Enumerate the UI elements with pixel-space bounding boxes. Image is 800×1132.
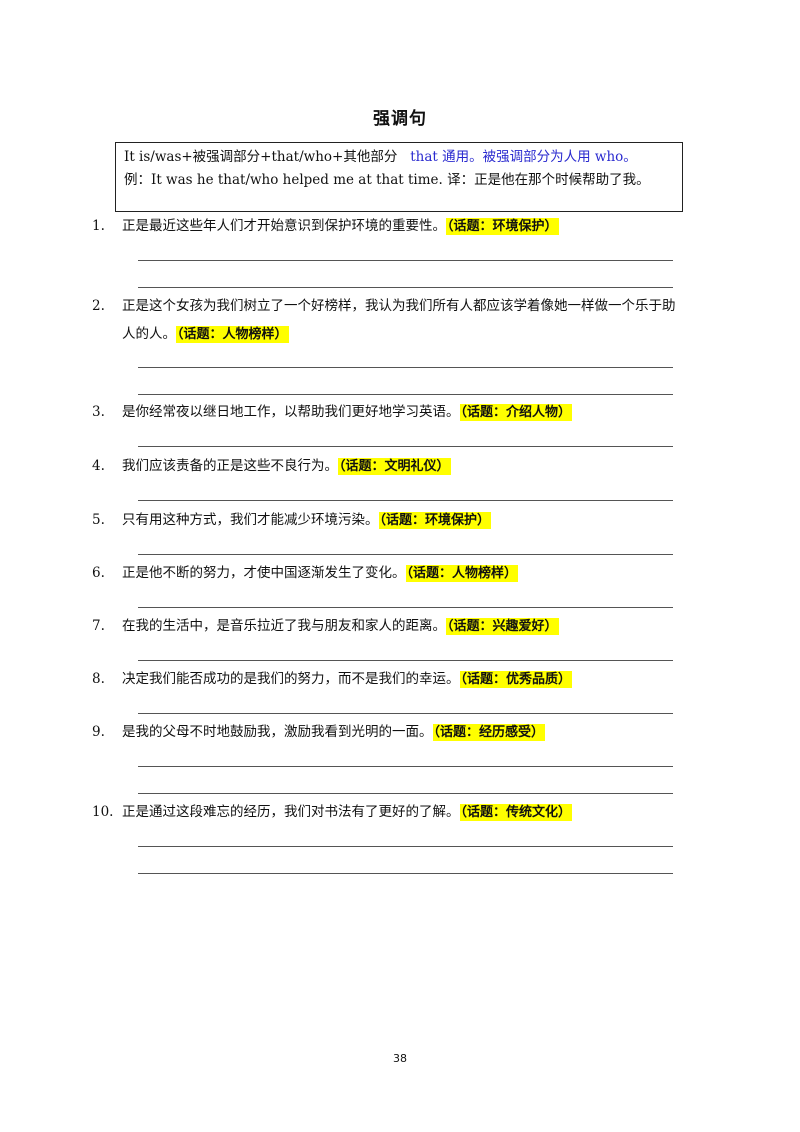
item-text: 是你经常夜以继日地工作，以帮助我们更好地学习英语。 xyxy=(122,404,460,420)
item-text-block: 决定我们能否成功的是我们的努力，而不是我们的幸运。（话题：优秀品质） xyxy=(122,665,682,694)
item-text: 是我的父母不时地鼓励我，激励我看到光明的一面。 xyxy=(122,724,433,740)
answer-line[interactable] xyxy=(138,367,673,368)
item-number: 1. xyxy=(92,218,105,234)
item-text: 在我的生活中，是音乐拉近了我与朋友和家人的距离。 xyxy=(122,618,446,634)
topic-tag: （话题：传统文化） xyxy=(459,804,573,821)
answer-line[interactable] xyxy=(138,607,673,608)
item-text: 正是通过这段难忘的经历，我们对书法有了更好的了解。 xyxy=(122,804,460,820)
rule-line: It is/was+被强调部分+that/who+其他部分 that 通用。被强… xyxy=(124,146,674,169)
item-number: 6. xyxy=(92,565,105,581)
answer-line[interactable] xyxy=(138,660,673,661)
item-number: 3. xyxy=(92,404,105,420)
item-number: 10. xyxy=(92,804,114,820)
answer-line[interactable] xyxy=(138,500,673,501)
exercise-item: 7. 在我的生活中，是音乐拉近了我与朋友和家人的距离。（话题：兴趣爱好） xyxy=(92,612,682,641)
topic-tag: （话题：介绍人物） xyxy=(459,404,573,421)
item-text-block: 在我的生活中，是音乐拉近了我与朋友和家人的距离。（话题：兴趣爱好） xyxy=(122,612,682,641)
answer-line[interactable] xyxy=(138,394,673,395)
item-text-block: 正是这个女孩为我们树立了一个好榜样，我认为我们所有人都应该学着像她一样做一个乐于… xyxy=(122,292,682,349)
topic-tag: （话题：经历感受） xyxy=(432,724,546,741)
exercise-item: 10. 正是通过这段难忘的经历，我们对书法有了更好的了解。（话题：传统文化） xyxy=(92,798,682,827)
page-title: 强调句 xyxy=(373,109,427,129)
item-text: 正是最近这些年人们才开始意识到保护环境的重要性。 xyxy=(122,218,446,234)
exercise-item: 4. 我们应该责备的正是这些不良行为。（话题：文明礼仪） xyxy=(92,452,682,481)
item-text: 正是这个女孩为我们树立了一个好榜样，我认为我们所有人都应该学着像她一样做一个乐于… xyxy=(122,298,676,342)
item-text-block: 是你经常夜以继日地工作，以帮助我们更好地学习英语。（话题：介绍人物） xyxy=(122,398,682,427)
item-text: 我们应该责备的正是这些不良行为。 xyxy=(122,458,338,474)
exercise-item: 1. 正是最近这些年人们才开始意识到保护环境的重要性。（话题：环境保护） xyxy=(92,212,682,241)
rule-note: that 通用。被强调部分为人用 who。 xyxy=(410,149,637,165)
answer-line[interactable] xyxy=(138,873,673,874)
item-number: 2. xyxy=(92,298,105,314)
item-text: 只有用这种方式，我们才能减少环境污染。 xyxy=(122,512,379,528)
exercise-item: 3. 是你经常夜以继日地工作，以帮助我们更好地学习英语。（话题：介绍人物） xyxy=(92,398,682,427)
exercise-item: 6. 正是他不断的努力，才使中国逐渐发生了变化。（话题：人物榜样） xyxy=(92,559,682,588)
item-text-block: 是我的父母不时地鼓励我，激励我看到光明的一面。（话题：经历感受） xyxy=(122,718,682,747)
topic-tag: （话题：人物榜样） xyxy=(405,565,519,582)
exercise-item: 9. 是我的父母不时地鼓励我，激励我看到光明的一面。（话题：经历感受） xyxy=(92,718,682,747)
item-text-block: 正是通过这段难忘的经历，我们对书法有了更好的了解。（话题：传统文化） xyxy=(122,798,682,827)
topic-tag: （话题：文明礼仪） xyxy=(338,458,451,475)
item-number: 4. xyxy=(92,458,105,474)
exercise-item: 2. 正是这个女孩为我们树立了一个好榜样，我认为我们所有人都应该学着像她一样做一… xyxy=(92,292,682,349)
item-number: 7. xyxy=(92,618,105,634)
item-text-block: 只有用这种方式，我们才能减少环境污染。（话题：环境保护） xyxy=(122,506,682,535)
rule-example: 例：It was he that/who helped me at that t… xyxy=(124,172,650,188)
answer-line[interactable] xyxy=(138,846,673,847)
topic-tag: （话题：兴趣爱好） xyxy=(446,618,559,635)
rule-formula: It is/was+被强调部分+that/who+其他部分 xyxy=(124,149,398,165)
exercise-item: 8. 决定我们能否成功的是我们的努力，而不是我们的幸运。（话题：优秀品质） xyxy=(92,665,682,694)
item-text-block: 正是最近这些年人们才开始意识到保护环境的重要性。（话题：环境保护） xyxy=(122,212,682,241)
item-number: 9. xyxy=(92,724,105,740)
answer-line[interactable] xyxy=(138,766,673,767)
answer-line[interactable] xyxy=(138,713,673,714)
grammar-rule-box: It is/was+被强调部分+that/who+其他部分 that 通用。被强… xyxy=(115,142,683,212)
item-text: 决定我们能否成功的是我们的努力，而不是我们的幸运。 xyxy=(122,671,460,687)
exercise-item: 5. 只有用这种方式，我们才能减少环境污染。（话题：环境保护） xyxy=(92,506,682,535)
answer-line[interactable] xyxy=(138,793,673,794)
answer-line[interactable] xyxy=(138,287,673,288)
answer-line[interactable] xyxy=(138,260,673,261)
topic-tag: （话题：环境保护） xyxy=(446,218,559,235)
topic-tag: （话题：优秀品质） xyxy=(459,671,573,688)
answer-line[interactable] xyxy=(138,446,673,447)
item-text-block: 我们应该责备的正是这些不良行为。（话题：文明礼仪） xyxy=(122,452,682,481)
topic-tag: （话题：人物榜样） xyxy=(176,326,289,343)
item-number: 5. xyxy=(92,512,105,528)
item-text: 正是他不断的努力，才使中国逐渐发生了变化。 xyxy=(122,565,406,581)
item-text-block: 正是他不断的努力，才使中国逐渐发生了变化。（话题：人物榜样） xyxy=(122,559,682,588)
item-number: 8. xyxy=(92,671,105,687)
topic-tag: （话题：环境保护） xyxy=(378,512,492,529)
page-number: 38 xyxy=(393,1052,407,1065)
answer-line[interactable] xyxy=(138,554,673,555)
